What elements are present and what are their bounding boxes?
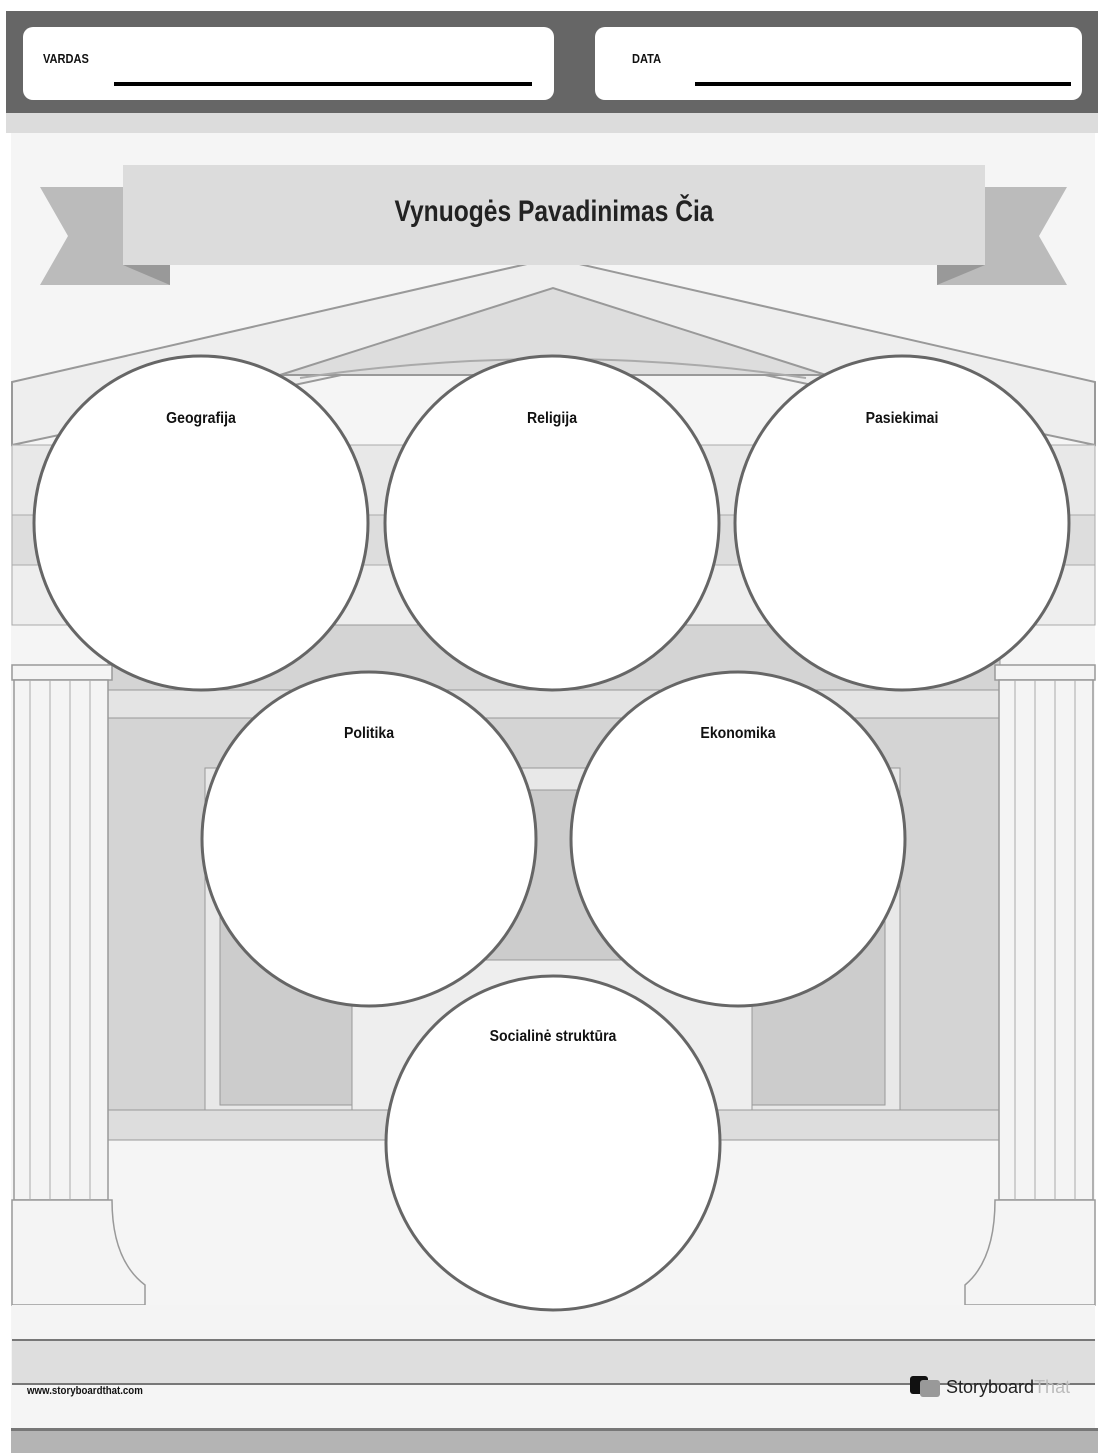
speech-bubble-icon [910,1376,940,1397]
circle-label-geografija: Geografija [166,410,236,427]
circle-pasiekimai [733,354,1071,692]
circle-ekonomika [569,670,907,1008]
circle-politika [200,670,538,1008]
circle-label-socialine-struktura: Socialinė struktūra [489,1028,617,1045]
circle-label-ekonomika: Ekonomika [700,725,776,742]
circle-socialine-struktura [384,974,722,1312]
header-band [6,113,1098,133]
date-field-line[interactable] [695,82,1071,86]
name-field-line[interactable] [114,82,532,86]
footer-url[interactable]: www.storyboardthat.com [27,1385,143,1397]
circle-religija [383,354,721,692]
circle-label-politika: Politika [343,725,395,742]
date-label: DATA [632,51,662,66]
circle-label-religija: Religija [526,410,578,427]
header-bar: VARDAS DATA [6,11,1098,113]
circle-geografija [32,354,370,692]
date-box: DATA [595,27,1082,100]
logo-text-that: That [1034,1376,1071,1397]
page-title[interactable]: Vynuogės Pavadinimas Čia [394,195,714,228]
name-box: VARDAS [23,27,554,100]
logo-text-storyboard: Storyboard [946,1376,1035,1397]
circle-label-pasiekimai: Pasiekimai [865,410,939,427]
bottom-band [11,1428,1098,1453]
name-label: VARDAS [43,51,89,66]
